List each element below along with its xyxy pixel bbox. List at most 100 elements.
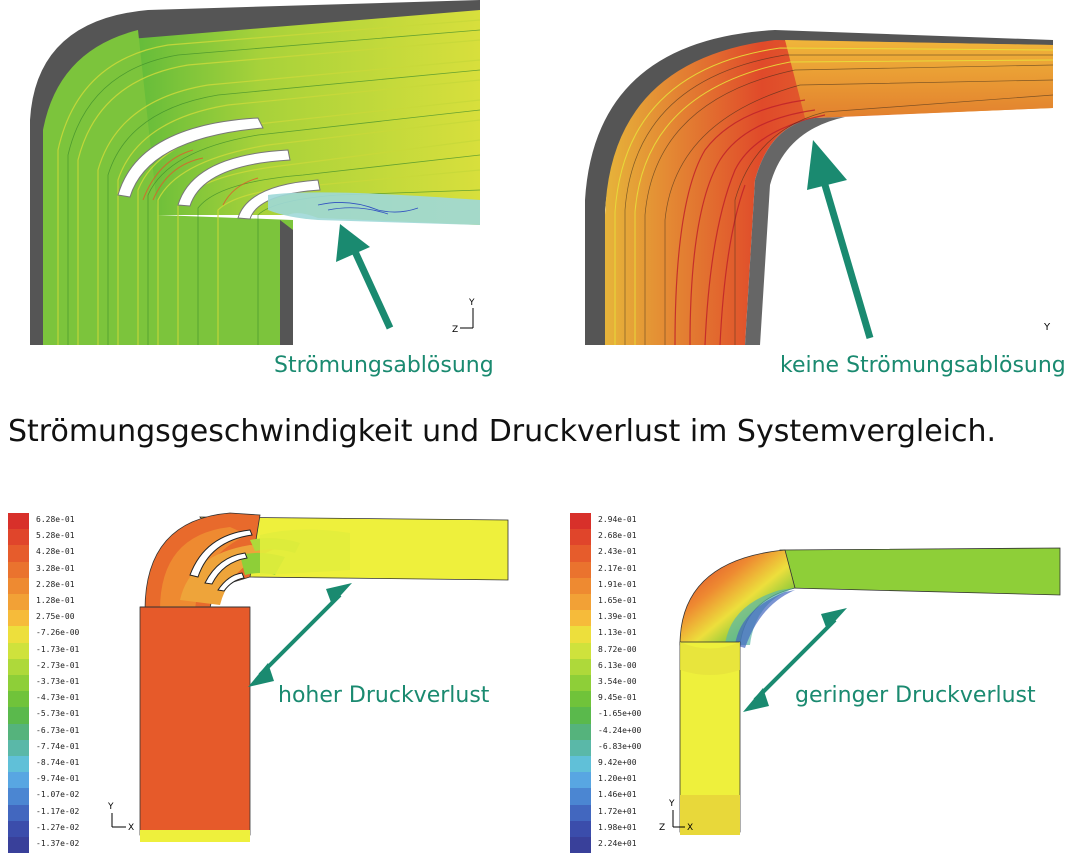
legend-right-value: 2.68e-01 [598,531,637,541]
legend-right-swatch [570,513,591,530]
legend-right-value: 8.72e-00 [598,644,637,654]
legend-right-swatch [570,545,591,562]
legend-right-swatch [570,804,591,821]
legend-left-value: -8.74e-01 [36,758,80,767]
comparison-title: Strömungsgeschwindigkeit und Druckverlus… [8,414,997,449]
legend-right-swatch [570,837,591,853]
axis-y-label-bl: Y [107,802,114,812]
guide-vane-1 [117,117,264,198]
legend-left-swatch [8,561,29,578]
low-loss-arrow-head-1 [743,688,769,712]
legend-right-value: 2.24e+01 [598,839,637,848]
axis-z-label: Z [452,325,458,335]
legend-left-value: -2.73e-01 [36,660,80,670]
legend-left-value: -7.74e-01 [36,741,80,751]
axis-x-label-bl: X [128,823,134,833]
legend-left-value: -4.73e-01 [36,693,80,703]
legend-right-value: 1.91e-01 [598,579,637,589]
legend-right-swatch [570,594,591,611]
legend-left-swatch [8,577,29,594]
legend-left-value: -9.74e-01 [36,774,80,784]
bend-duct [605,40,1053,345]
caption-low-loss: geringer Druckverlust [795,683,1036,708]
inlet-duct-left [139,606,251,836]
vertical-duct [43,30,293,345]
legend-right-value: 2.43e-01 [598,547,637,557]
pipe-inner-wall-right [745,117,845,345]
vane-left-2 [204,552,248,585]
axis-triad-left-icon [111,813,126,828]
legend-right-value: 1.46e+01 [598,790,637,800]
legend-left-value: -1.37e-02 [36,839,80,848]
high-loss-arrow [258,593,342,677]
vane-left-1 [189,529,253,578]
no-separation-arrow-head [807,140,847,190]
streamline-plot-with-separation: Y Z [18,0,480,345]
legend-right-value: 9.42e+00 [598,758,637,767]
pressure-render-right: Y Z X [659,547,1061,835]
legend-left-swatch [8,756,29,773]
legend-left-value: -7.26e-00 [36,628,80,638]
legend-left-swatch [8,658,29,675]
separation-arrow-shaft [348,243,394,330]
legend-left-value: -1.17e-02 [36,806,80,816]
pressure-contour-with-vanes: Y X [100,495,520,847]
legend-right-value: 1.65e-01 [598,596,637,605]
legend-right-swatch [570,577,591,594]
legend-left-value: -3.73e-01 [36,677,80,686]
pipe-inner-wall [280,220,293,345]
outlet-duct [785,40,1053,118]
pressure-render-left: Y X [107,512,509,842]
legend-left-swatch [8,675,29,692]
legend-left-swatch [8,788,29,805]
legend-left-swatch [8,610,29,627]
legend-left-swatch [8,642,29,659]
legend-left-swatch [8,594,29,611]
legend-left-value: -1.27e-02 [36,822,80,832]
legend-right-value: 6.13e-00 [598,660,637,670]
legend-right-value: 1.13e-01 [598,628,637,638]
axis-z-label-br: Z [659,823,665,833]
legend-left-value: 6.28e-01 [36,515,75,524]
legend-right-swatch [570,610,591,627]
caption-high-loss: hoher Druckverlust [278,683,490,708]
legend-right-value: 1.39e-01 [598,612,637,622]
legend-right-value: -6.83e+00 [598,741,642,751]
streamline-render-right: Y [585,30,1053,345]
axis-triad-icon [460,308,474,329]
legend-right-value: 1.72e+01 [598,806,637,816]
legend-right-swatch [570,788,591,805]
low-loss-arrow [753,618,837,702]
legend-left-value: 2.28e-01 [36,579,75,589]
axis-y-label: Y [468,298,475,308]
caption-no-separation: keine Strömungsablösung [780,353,1066,378]
axis-y-label-right: Y [1043,322,1051,333]
legend-right-swatch [570,691,591,708]
legend-right-swatch [570,561,591,578]
vane-left-3 [217,572,245,592]
outlet-duct-right [779,547,1061,596]
legend-left-value: 5.28e-01 [36,531,75,541]
legend-right-swatch [570,658,591,675]
legend-left-swatch [8,513,29,530]
high-loss-arrow-head-2 [326,583,352,605]
legend-left-swatch [8,529,29,546]
legend-left-value: -5.73e-01 [36,709,80,719]
legend-left-swatch [8,820,29,837]
separation-arrow-head [336,224,370,262]
legend-right-value: 1.20e+01 [598,774,637,784]
axis-y-label-br: Y [668,799,675,809]
pressure-contour-no-vanes: Y Z X [655,530,1070,847]
legend-left-value: 3.28e-01 [36,563,75,573]
low-loss-arrow-head-2 [821,608,847,630]
streamline-plot-no-separation: Y [585,0,1053,345]
legend-left-value: 4.28e-01 [36,547,75,557]
streamline-render-left: Y Z [30,0,480,345]
legend-right-value: -4.24e+00 [598,725,642,735]
legend-left-swatch [8,691,29,708]
no-separation-arrow-shaft [821,184,874,339]
legend-left-swatch [8,772,29,789]
axis-triad-right-icon [672,810,685,828]
legend-left-swatch [8,837,29,853]
